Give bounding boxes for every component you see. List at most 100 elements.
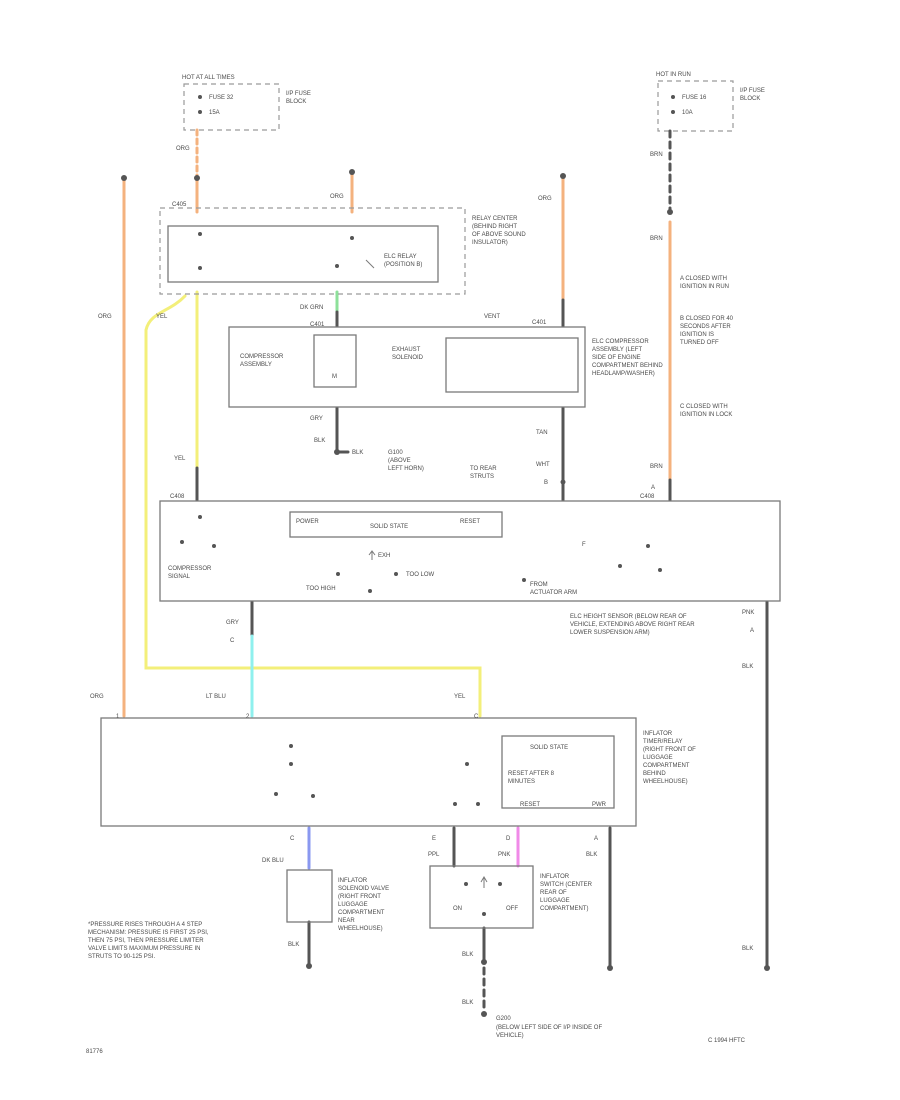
inflator-relay-box — [100, 717, 637, 827]
label-gry-sensor: GRY — [226, 620, 239, 626]
connector-labels: C401 C408 C408 B A C A 1 2 C C E D A F — [116, 322, 754, 842]
sensor-arrow — [368, 550, 376, 560]
label-blk-compressor: BLK — [314, 438, 325, 444]
solid-state-label: SOLID STATE — [370, 524, 408, 530]
solenoid-valve-box — [286, 869, 333, 923]
label-blk-valve: BLK — [288, 942, 299, 948]
fuse-right-header: HOT IN RUN — [656, 72, 691, 78]
sensor-contact-4 — [336, 572, 340, 576]
compressor-vent: VENT — [484, 314, 500, 320]
exhaust-solenoid-box — [445, 337, 579, 393]
pin-two-inflator: 2 — [246, 714, 250, 720]
solid-state-box — [289, 511, 503, 538]
label-brn-top: BRN — [650, 152, 663, 158]
inflator-pwr: PWR — [592, 802, 607, 808]
splice-brn — [667, 209, 673, 215]
label-yel-inflator: YEL — [454, 694, 466, 700]
label-pnk-sensor: PNK — [742, 610, 754, 616]
ground-inflator — [607, 965, 613, 971]
relay-connector: C405 — [172, 202, 187, 208]
exhaust-signal: EXH — [378, 553, 390, 559]
fuse-left-rating: 15A — [209, 110, 220, 116]
pin-d-switch: D — [506, 836, 511, 842]
label-yel-relay: YEL — [156, 314, 168, 320]
conn-c401-compressor-left: C401 — [310, 322, 325, 328]
inflator-contact-5 — [311, 794, 315, 798]
too-low: TOO LOW — [406, 572, 435, 578]
pin-b-compressor: B — [544, 480, 548, 486]
label-ltblu: LT BLU — [206, 694, 226, 700]
pin-f-sensor: F — [582, 542, 586, 548]
fuse-right-rating: 10A — [682, 110, 693, 116]
relay-contact-arm — [365, 259, 375, 269]
conn-c408-sensor-left: C408 — [170, 494, 185, 500]
fuse-right-dot-top — [671, 95, 675, 99]
g200: G200 — [496, 1016, 511, 1022]
label-org-fuse: ORG — [176, 146, 190, 152]
splice-tan — [560, 479, 566, 485]
fuse-right-number: FUSE 16 — [682, 95, 707, 101]
fuse-right-dot-bottom — [671, 110, 675, 114]
ground-valve — [306, 963, 312, 969]
pin-a-right: A — [750, 628, 754, 634]
pin-a-blk: A — [594, 836, 598, 842]
splice-switch-ground — [481, 959, 487, 965]
sensor-contact-6 — [394, 572, 398, 576]
sensor-contact-7 — [646, 544, 650, 548]
switch-contact-right — [498, 882, 502, 886]
wires — [121, 128, 770, 1017]
label-tan: TAN — [536, 430, 548, 436]
sensor-contact-8 — [618, 564, 622, 568]
ground-right — [764, 965, 770, 971]
sensor-contact-2 — [180, 540, 184, 544]
sensor-power: POWER — [296, 519, 319, 525]
fuse-left-number: FUSE 32 — [209, 95, 234, 101]
inflator-solid-state-box — [501, 735, 615, 809]
compressor-motor-symbol: M — [332, 374, 337, 380]
inflator-contact-2 — [289, 762, 293, 766]
ground-g200 — [481, 1011, 487, 1017]
switch-arrow — [480, 876, 488, 888]
fuse-left-dot-top — [198, 95, 202, 99]
inflator-contact-1 — [289, 744, 293, 748]
label-blk-switch: BLK — [462, 952, 473, 958]
label-org-bottom: ORG — [90, 694, 104, 700]
label-dkgrn: DK GRN — [300, 305, 323, 311]
too-high: TOO HIGH — [306, 586, 336, 592]
label-wht: WHT — [536, 462, 550, 468]
relay-outer-box — [159, 207, 466, 295]
sensor-contact-9 — [658, 568, 662, 572]
relay-pin-3 — [350, 236, 354, 240]
relay-pin-1 — [198, 232, 202, 236]
inflator-contact-4 — [274, 792, 278, 796]
label-blk-inflator: BLK — [586, 852, 597, 858]
label-blk-right: BLK — [742, 946, 753, 952]
sensor-contact-1 — [198, 515, 202, 519]
label-ppl: PPL — [428, 852, 440, 858]
splice-org-left — [121, 175, 127, 181]
inflator-switch-box — [429, 865, 534, 929]
inflator-reset: RESET — [520, 802, 540, 808]
inflator-solid-state: SOLID STATE — [530, 745, 568, 751]
fuse-left-header: HOT AT ALL TIMES — [182, 75, 235, 81]
label-brn-low: BRN — [650, 464, 663, 470]
pin-one-inflator: 1 — [116, 714, 120, 720]
label-yel-sensor: YEL — [174, 456, 186, 462]
